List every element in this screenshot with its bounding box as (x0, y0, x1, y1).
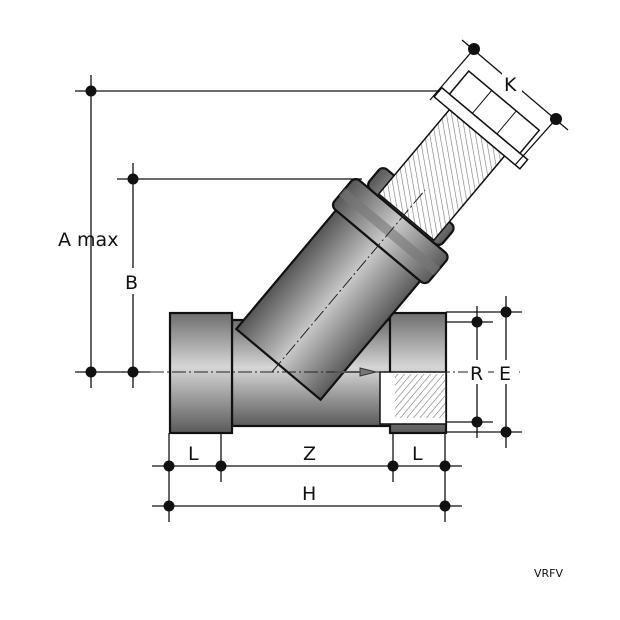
dimension-k: K (429, 39, 569, 166)
strainer-cap (377, 70, 541, 242)
label-e: E (499, 363, 511, 385)
dimension-l-z-l: L Z L (152, 433, 462, 522)
label-l-left: L (188, 443, 199, 465)
dimension-e: E (446, 296, 522, 448)
label-h: H (302, 483, 316, 505)
dimension-b: B (117, 163, 362, 388)
product-code: VRFV (534, 567, 563, 580)
label-l-right: L (412, 443, 423, 465)
label-b: B (125, 272, 138, 294)
label-z: Z (303, 443, 316, 465)
branch-centerline (271, 189, 426, 373)
dimension-h: H (152, 482, 462, 522)
dimension-a-max: A max (58, 75, 440, 388)
dimension-r: R (446, 306, 493, 438)
label-k: K (504, 74, 517, 96)
label-r: R (470, 363, 483, 385)
label-a-max: A max (58, 229, 118, 251)
